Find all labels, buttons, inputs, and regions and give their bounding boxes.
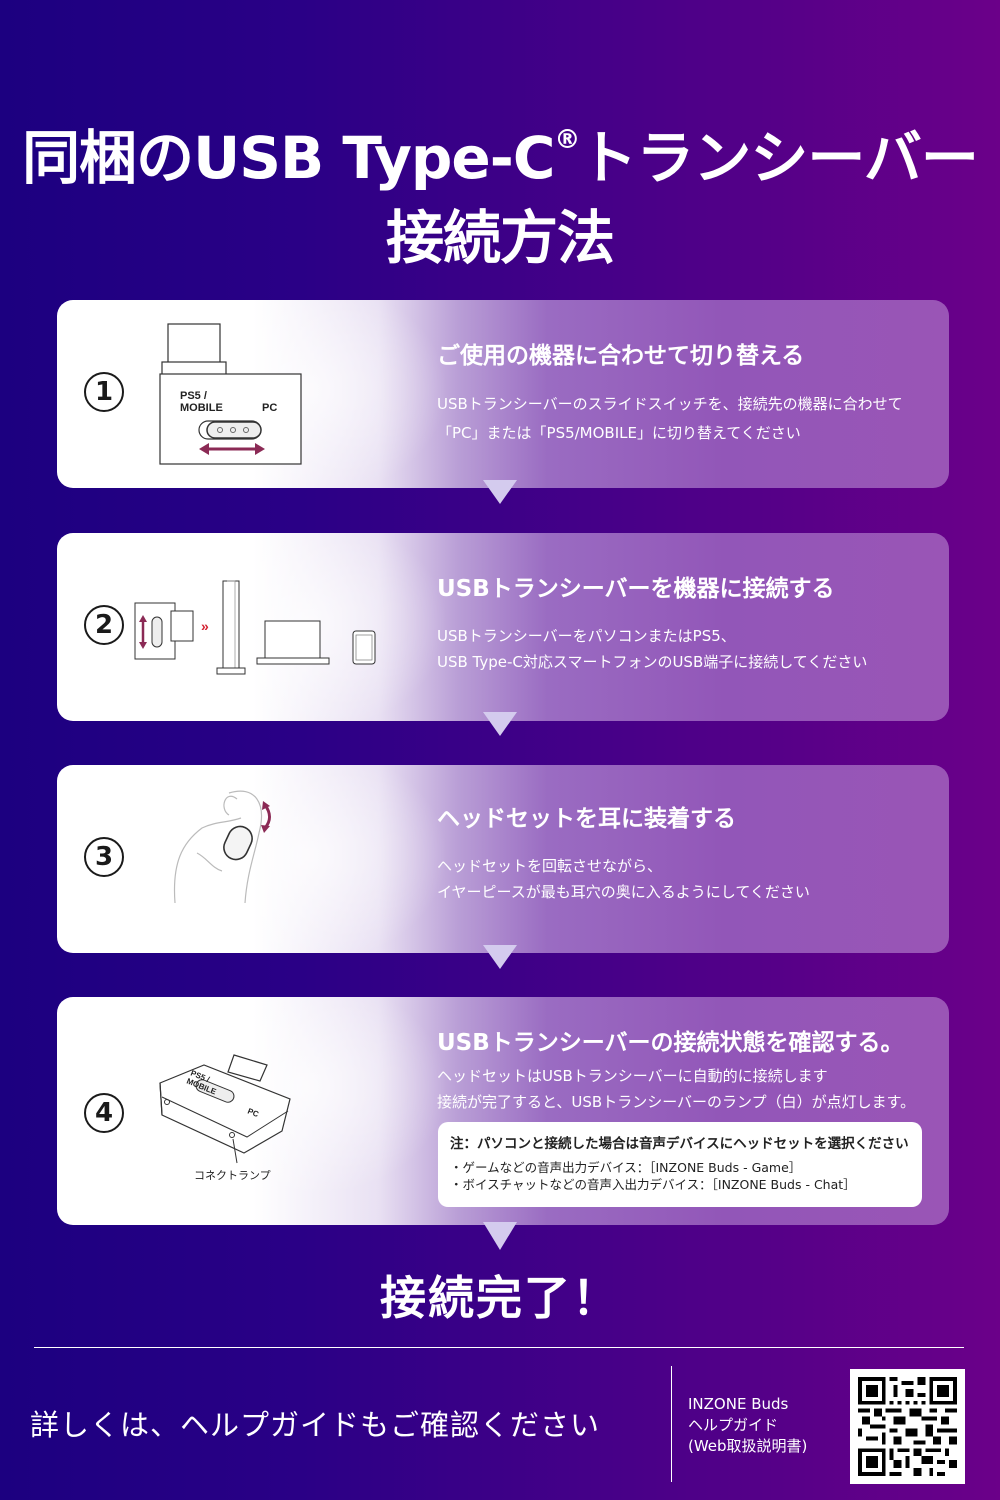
step-number-1: 1 xyxy=(84,372,124,412)
down-arrow-icon xyxy=(483,1222,517,1250)
footer-divider xyxy=(34,1347,964,1348)
help-guide-prompt: 詳しくは、ヘルプガイドもご確認ください xyxy=(30,1408,601,1442)
svg-text:PS5 /: PS5 / xyxy=(180,390,207,402)
title-line-1: 同梱のUSB Type-C®トランシーバー xyxy=(22,124,979,192)
step-card-1: 1 PS5 / MOBILE PC ご使用の機器に合わせて切り替える USBトラ… xyxy=(57,300,949,488)
step-description-3: ヘッドセットを回転させながら、 イヤーピースが最も耳穴の奥に入るようにしてくださ… xyxy=(437,857,810,901)
transceiver-switch-illustration: PS5 / MOBILE PC xyxy=(159,323,302,465)
down-arrow-icon xyxy=(483,480,517,504)
qr-code-icon[interactable] xyxy=(850,1369,965,1484)
step-description-1: USBトランシーバーのスライドスイッチを、接続先の機器に合わせて 「PC」または… xyxy=(437,395,903,442)
svg-text:PC: PC xyxy=(262,402,277,414)
registered-mark: ® xyxy=(554,125,580,155)
step-description-2: USBトランシーバーをパソコンまたはPS5、 USB Type-C対応スマートフ… xyxy=(437,627,868,671)
pc-audio-device-note: 注：パソコンと接続した場合は音声デバイスにヘッドセットを選択ください ・ゲームな… xyxy=(438,1122,922,1207)
note-item-chat: ・ボイスチャットなどの音声入出力デバイス：［INZONE Buds - Chat… xyxy=(450,1177,856,1192)
step-heading-4: USBトランシーバーの接続状態を確認する。 xyxy=(437,1030,904,1056)
svg-text:MOBILE: MOBILE xyxy=(180,402,223,414)
step-card-2: 2 » USBトランシーバーを機器に接続する USBトランシーバーをパソコンまた… xyxy=(57,533,949,721)
qr-code-pattern xyxy=(858,1377,957,1476)
connection-complete-heading: 接続完了！ xyxy=(380,1271,620,1325)
svg-text:コネクトランプ: コネクトランプ xyxy=(194,1169,271,1182)
step-heading-2: USBトランシーバーを機器に接続する xyxy=(437,576,835,602)
footer-vertical-divider xyxy=(671,1366,672,1482)
title-line-2: 接続方法 xyxy=(385,204,615,272)
step-number-2: 2 xyxy=(84,605,124,645)
earbud-insertion-illustration xyxy=(173,790,271,904)
step-number-3: 3 xyxy=(84,837,124,877)
page-title: 同梱のUSB Type-C®トランシーバー 接続方法 xyxy=(0,100,1000,278)
svg-text:PC: PC xyxy=(246,1107,260,1120)
step-description-4: ヘッドセットはUSBトランシーバーに自動的に接続します 接続が完了すると、USB… xyxy=(437,1067,916,1111)
step-number-4: 4 xyxy=(84,1093,124,1133)
down-arrow-icon xyxy=(483,945,517,969)
transceiver-lamp-illustration: PS5 / MOBILE PC コネクトランプ xyxy=(159,1054,291,1182)
help-guide-label: INZONE Buds ヘルプガイド (Web取扱説明書) xyxy=(688,1395,808,1455)
svg-text:»: » xyxy=(201,618,209,634)
step-card-4: 4 PS5 / MOBILE PC コネクトランプ USBトランシーバーの接続状… xyxy=(57,997,949,1225)
step-heading-3: ヘッドセットを耳に装着する xyxy=(437,806,736,832)
down-arrow-icon xyxy=(483,712,517,736)
note-item-game: ・ゲームなどの音声出力デバイス：［INZONE Buds - Game］ xyxy=(450,1160,802,1175)
device-connection-illustration: » xyxy=(134,580,376,675)
step-card-3: 3 ヘッドセットを耳に装着する ヘッドセットを回転させながら、 イヤーピースが最… xyxy=(57,765,949,953)
step-heading-1: ご使用の機器に合わせて切り替える xyxy=(437,343,805,369)
note-heading: 注：パソコンと接続した場合は音声デバイスにヘッドセットを選択ください xyxy=(450,1136,909,1152)
